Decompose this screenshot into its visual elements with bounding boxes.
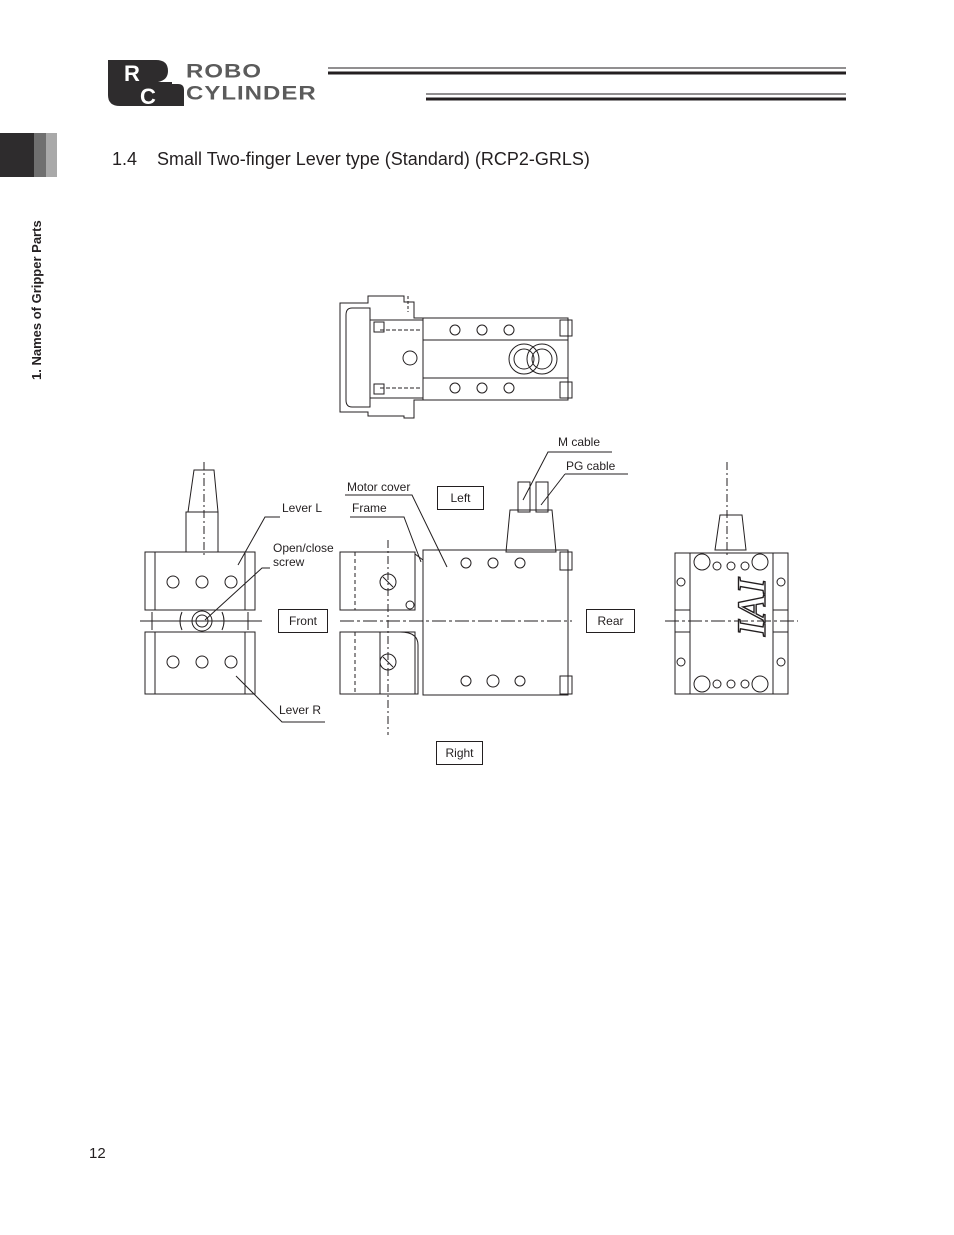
header-rule-lines xyxy=(328,67,846,101)
label-m-cable: M cable xyxy=(558,435,601,449)
leader-lines xyxy=(204,451,628,723)
robo-cylinder-logo: R C ROBO CYLINDER xyxy=(106,58,866,108)
label-pg-cable: PG cable xyxy=(566,459,616,473)
rc-logo-mark: R C xyxy=(108,60,184,108)
front-view xyxy=(140,462,262,695)
gripper-technical-drawing: IAI xyxy=(140,295,798,735)
iai-brand-mark: IAI xyxy=(729,577,774,637)
view-label-front: Front xyxy=(278,609,328,633)
view-label-right: Right xyxy=(436,741,483,765)
view-label-rear: Rear xyxy=(586,609,635,633)
view-label-left: Left xyxy=(437,486,484,510)
side-view xyxy=(339,481,573,735)
logo-letter-r: R xyxy=(124,61,140,86)
chapter-tab-mid xyxy=(34,133,46,177)
chapter-tab-light xyxy=(46,133,57,177)
label-open-close-screw-line2: screw xyxy=(273,555,305,569)
top-view xyxy=(339,295,573,419)
label-lever-r: Lever R xyxy=(279,703,322,717)
logo-word-robo: ROBO xyxy=(186,60,262,83)
chapter-tab-dark xyxy=(0,133,34,177)
label-frame: Frame xyxy=(352,501,387,515)
label-lever-l: Lever L xyxy=(282,501,323,515)
label-motor-cover: Motor cover xyxy=(347,480,411,494)
rear-view xyxy=(665,462,798,695)
section-title: 1.4 Small Two-finger Lever type (Standar… xyxy=(112,149,590,169)
page-number: 12 xyxy=(89,1145,106,1162)
label-open-close-screw-line1: Open/close xyxy=(273,541,334,555)
logo-word-cylinder: CYLINDER xyxy=(186,82,317,105)
logo-letter-c: C xyxy=(140,84,156,108)
